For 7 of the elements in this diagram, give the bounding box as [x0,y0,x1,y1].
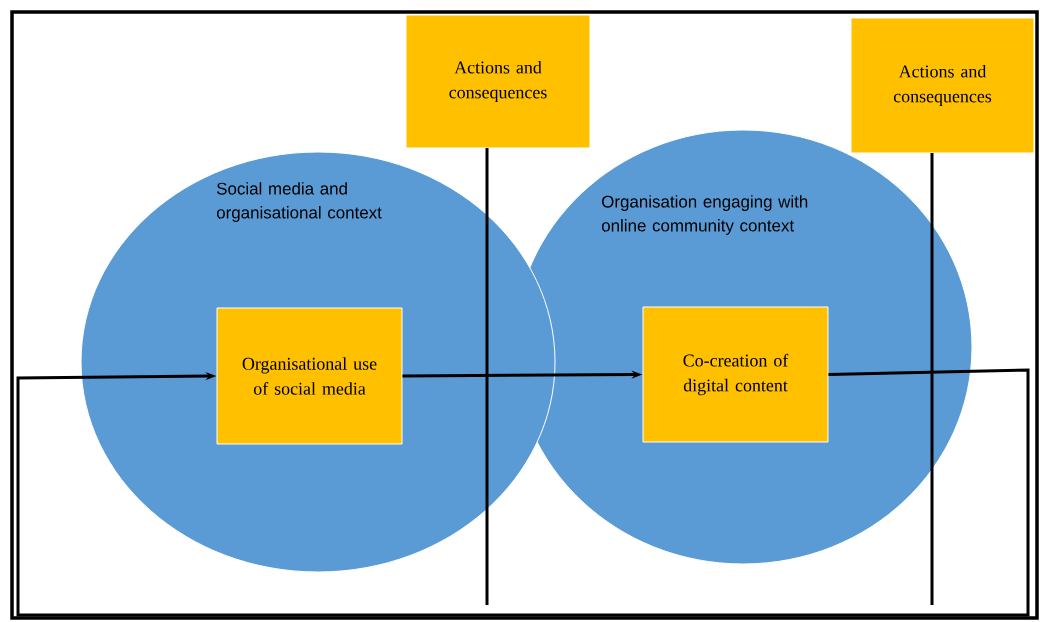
action-box: Actions and consequences [850,17,1035,154]
connector-line [485,148,489,605]
action-box: Actions and consequences [405,14,591,149]
process-box: Organisational use of social media [216,307,403,445]
process-box: Co-creation of digital content [642,306,829,443]
arrow [16,368,1030,617]
connector-line [930,153,934,605]
